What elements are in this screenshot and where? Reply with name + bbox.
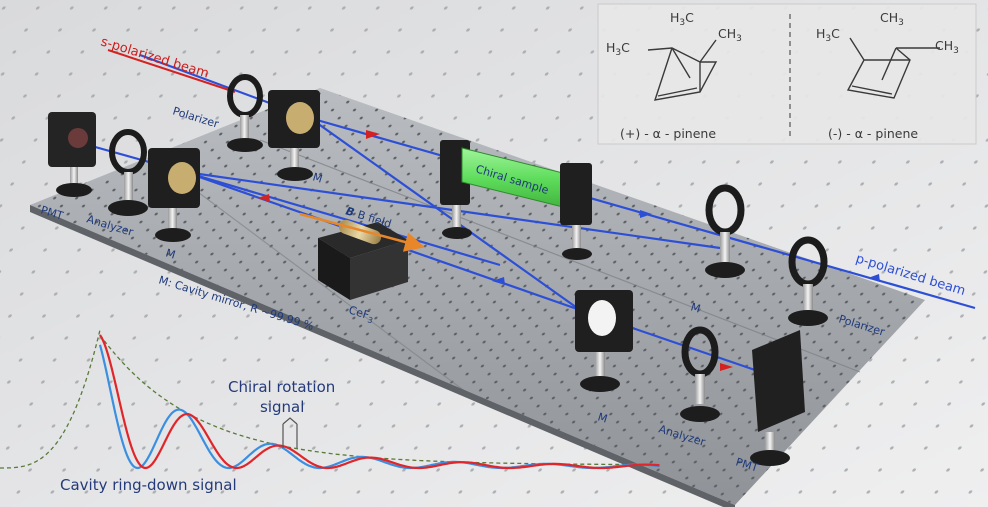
signal-envelope-rise	[0, 329, 101, 469]
mirror-left-top-label: M	[311, 170, 324, 185]
rotation-bracket	[282, 417, 298, 448]
signal-red-wave	[99, 334, 660, 470]
pmt-left	[48, 112, 96, 197]
mirror-right-bottom-label: M	[596, 410, 609, 425]
ringdown-label: Cavity ring-down signal	[60, 476, 237, 494]
mirror-right-top-label: M	[689, 300, 702, 315]
molecule-inset: H3C H3C CH3 (+) - α - pinene H3C CH3 CH3…	[597, 3, 977, 145]
minus-pinene-structure	[846, 37, 940, 99]
mirror-left-bottom	[148, 148, 200, 242]
ringdown-signal	[0, 329, 660, 470]
analyzer-left	[108, 129, 148, 216]
svg-text:H3C: H3C	[670, 10, 694, 28]
svg-text:CH3: CH3	[935, 38, 959, 56]
s-beam-line	[107, 49, 236, 93]
analyzer-right	[680, 326, 720, 422]
mirror-left-bottom-label: M	[164, 246, 177, 261]
crystal-label: CeF3	[347, 303, 376, 325]
rotation-label-2: signal	[260, 398, 304, 416]
polarizer-left	[227, 74, 263, 152]
rotation-label-1: Chiral rotation	[228, 378, 335, 396]
chiral-sample-cell	[440, 140, 592, 260]
mirror-left-top	[268, 90, 320, 181]
beam-paths	[69, 53, 976, 372]
b-field-arrow	[299, 212, 425, 252]
svg-text:CH3: CH3	[718, 26, 742, 44]
plus-pinene-structure	[647, 39, 718, 101]
cef3-crystal-mount	[318, 219, 408, 300]
pmt-right-label: PMT	[734, 455, 760, 474]
pmt-right	[750, 330, 805, 466]
svg-text:CH3: CH3	[880, 10, 904, 28]
polarizer-right	[788, 236, 828, 326]
mirror-right-bottom	[575, 290, 633, 392]
plus-pinene-label: (+) - α - pinene	[620, 126, 716, 141]
svg-text:H3C: H3C	[816, 26, 840, 44]
svg-text:H3C: H3C	[606, 40, 630, 58]
minus-pinene-label: (-) - α - pinene	[828, 126, 918, 141]
pmt-left-label: PMT	[39, 203, 65, 222]
mirror-right-top	[705, 184, 745, 278]
